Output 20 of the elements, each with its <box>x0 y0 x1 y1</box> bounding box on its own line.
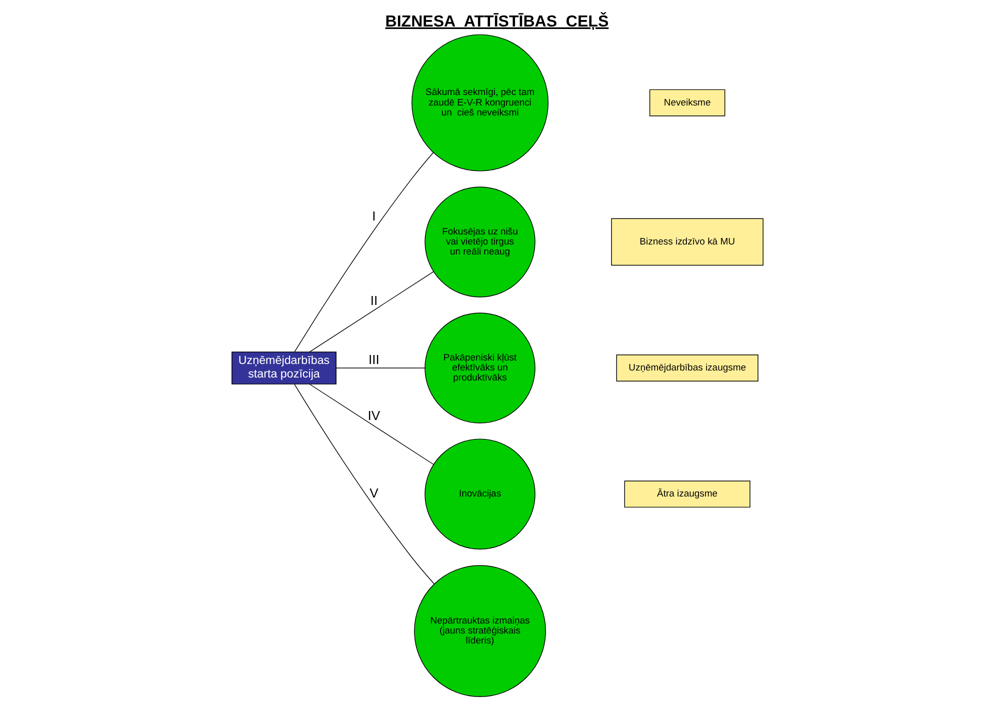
node-circle: Inovācijas <box>424 438 535 550</box>
connector <box>294 384 434 584</box>
edge-label: IV <box>367 408 380 424</box>
node-circle: Fokusējas uz nišu vai vietējo tirgus un reāli neaug <box>424 186 535 298</box>
edge-label: V <box>369 485 378 500</box>
node-box: Uzņēmējdarbības izaugsme <box>616 354 758 382</box>
diagram-title: BIZNESA ATTĪSTĪBAS CEĻŠ <box>384 12 608 30</box>
node-circle: Pakāpeniski kļūst efektīvāks un produktīvāks <box>424 312 535 424</box>
node-circle: Sākumā sekmīgi, pēc tam zaudē E-V-R kongruenci un cieš neveiksmi <box>411 34 548 172</box>
node-box: Bizness izdzīvo kā MU <box>610 218 763 266</box>
connector <box>294 152 434 352</box>
connector <box>308 384 434 465</box>
node-box: Ātra izaugsme <box>624 480 750 508</box>
edge-label: III <box>368 352 379 367</box>
edge-label: II <box>370 292 378 308</box>
node-box: Uzņēmējdarbības starta pozīcija <box>231 352 336 384</box>
connector <box>308 271 434 352</box>
edge-label: I <box>372 208 376 224</box>
node-box: Neveiksme <box>648 89 725 116</box>
node-circle: Nepārtrauktas izmaiņas (jauns stratēģiskais līderis) <box>414 565 546 697</box>
